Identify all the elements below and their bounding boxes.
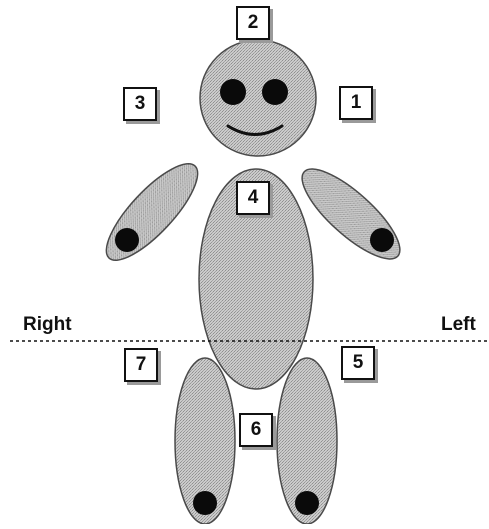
foot-dot-right xyxy=(295,491,319,515)
arm-upper-left xyxy=(94,152,211,273)
label-left: Left xyxy=(441,314,476,336)
region-box-3: 3 xyxy=(123,87,157,121)
hand-dot-left xyxy=(115,228,139,252)
leg-lower-right xyxy=(277,358,337,524)
label-right: Right xyxy=(23,314,72,336)
hand-dot-right xyxy=(370,228,394,252)
leg-lower-left xyxy=(175,358,235,524)
right-eye xyxy=(262,79,288,105)
region-box-6: 6 xyxy=(239,413,273,447)
region-box-5: 5 xyxy=(341,346,375,380)
region-box-1: 1 xyxy=(339,86,373,120)
foot-dot-left xyxy=(193,491,217,515)
region-box-7: 7 xyxy=(124,348,158,382)
head xyxy=(200,40,316,156)
region-box-4: 4 xyxy=(236,181,270,215)
left-eye xyxy=(220,79,246,105)
region-box-2: 2 xyxy=(236,6,270,40)
